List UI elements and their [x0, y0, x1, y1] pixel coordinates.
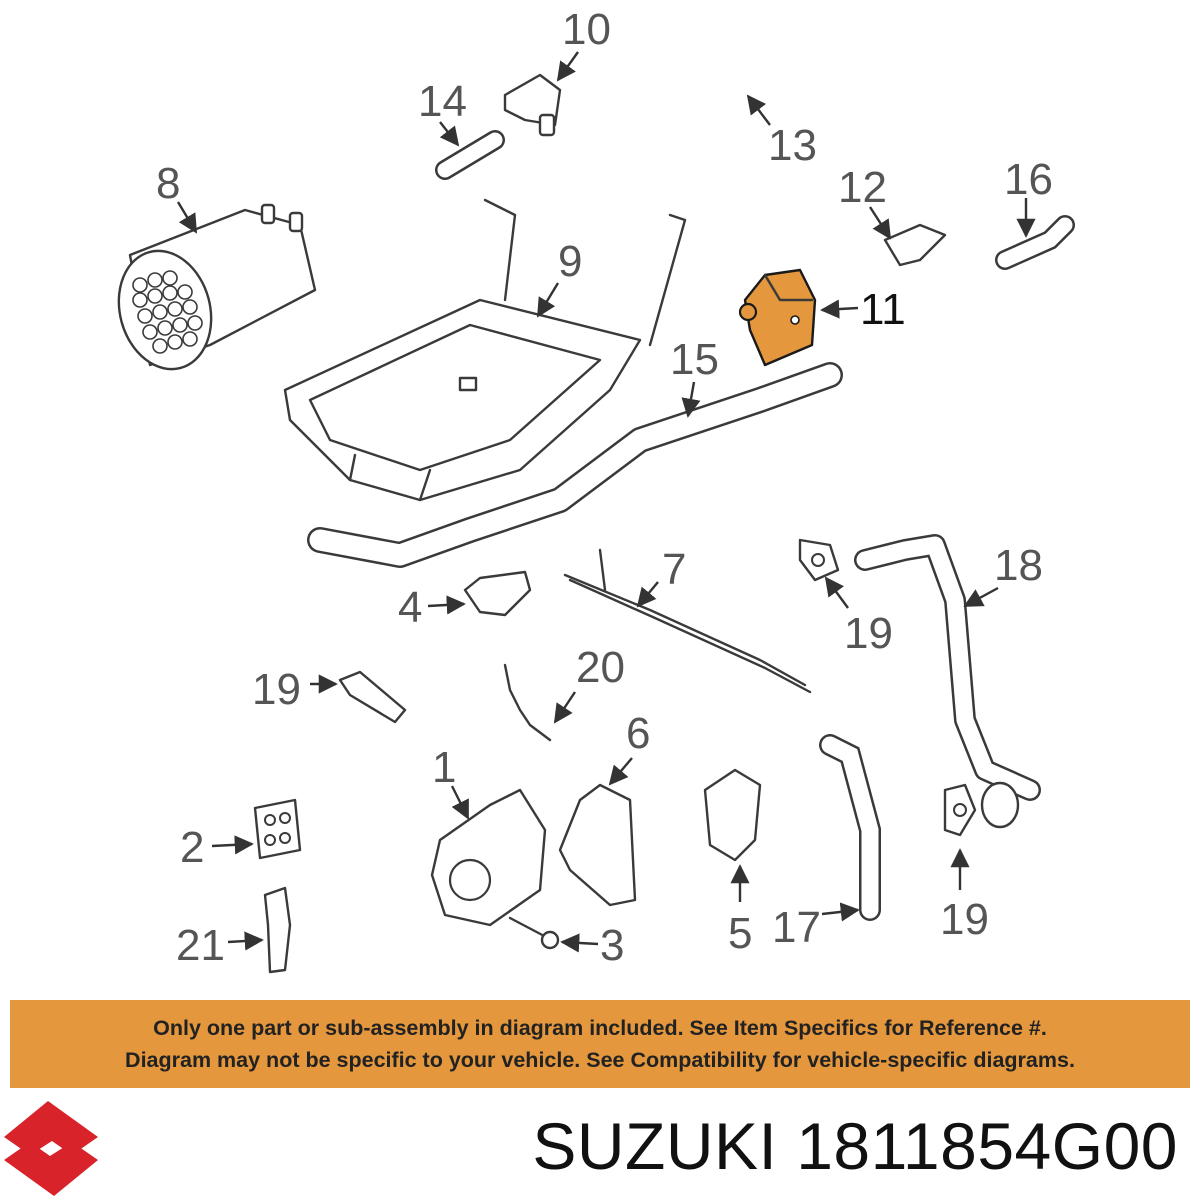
- parts-diagram: 10 14 13 8 12 16 9 11 15 4 7 18 19 19 20…: [117, 5, 1075, 974]
- callout-5: 5: [728, 909, 752, 958]
- callout-1: 1: [432, 743, 456, 792]
- part-19-gasket-upper: [798, 538, 840, 582]
- part-2-gasket: [253, 798, 302, 860]
- callout-6: 6: [626, 709, 650, 758]
- part-18-pipe: [854, 534, 1041, 829]
- callout-labels: 10 14 13 8 12 16 9 11 15 4 7 18 19 19 20…: [156, 5, 1053, 970]
- callout-9: 9: [558, 237, 582, 286]
- callout-3: 3: [600, 921, 624, 970]
- part-14-tube: [435, 130, 505, 180]
- callout-2: 2: [180, 823, 204, 872]
- callout-19-lower: 19: [940, 895, 989, 944]
- part-3-bolt-head: [540, 930, 560, 950]
- part-11-highlighted: [738, 268, 817, 367]
- part-8-canister: [117, 203, 317, 371]
- callout-22: 21: [176, 921, 225, 970]
- part-15-pipe: [307, 362, 843, 568]
- callout-4: 4: [398, 583, 422, 632]
- callout-10: 10: [562, 5, 611, 54]
- part-6-bracket: [558, 783, 637, 907]
- brand-name: SUZUKI: [532, 1109, 778, 1183]
- part-number-line: SUZUKI 1811854G00: [532, 1108, 1178, 1184]
- callout-17: 17: [772, 903, 821, 952]
- part-1-housing: [430, 788, 547, 927]
- callout-12: 12: [838, 163, 887, 212]
- callout-8: 8: [156, 159, 180, 208]
- disclaimer-line-2: Diagram may not be specific to your vehi…: [125, 1048, 1075, 1072]
- part-21-sensor: [503, 663, 552, 742]
- suzuki-s-logo-icon: [4, 1101, 98, 1196]
- callout-11: 11: [860, 285, 906, 334]
- callout-18: 18: [994, 541, 1043, 590]
- callout-13: 13: [768, 121, 817, 170]
- leader-arrows: [176, 51, 1036, 953]
- part-20-sensor: [338, 670, 407, 724]
- callout-16: 16: [1004, 155, 1053, 204]
- part-5-valve: [703, 768, 762, 862]
- callout-20: 19: [252, 665, 301, 714]
- part-19-gasket-lower: [943, 783, 977, 837]
- part-16-hose: [995, 215, 1075, 270]
- callout-19-upper: 19: [844, 609, 893, 658]
- callout-21: 20: [576, 643, 625, 692]
- part-3-bolt: [508, 916, 550, 940]
- part-10-valve: [503, 73, 562, 137]
- callout-7: 7: [662, 545, 686, 594]
- part-7-pipe: [563, 548, 812, 694]
- callout-15: 15: [670, 335, 719, 384]
- part-13-hose-inner: [636, 11, 774, 184]
- part-17-hose: [819, 734, 881, 921]
- part-9-tray: [283, 198, 687, 502]
- disclaimer-banner: Only one part or sub-assembly in diagram…: [10, 1000, 1190, 1088]
- part-4-sensor: [463, 570, 532, 617]
- part-22-bracket: [263, 886, 292, 974]
- part-12-bracket: [883, 223, 947, 267]
- part-number: 1811854G00: [796, 1109, 1178, 1183]
- callout-14: 14: [418, 77, 467, 126]
- disclaimer-line-1: Only one part or sub-assembly in diagram…: [153, 1016, 1047, 1040]
